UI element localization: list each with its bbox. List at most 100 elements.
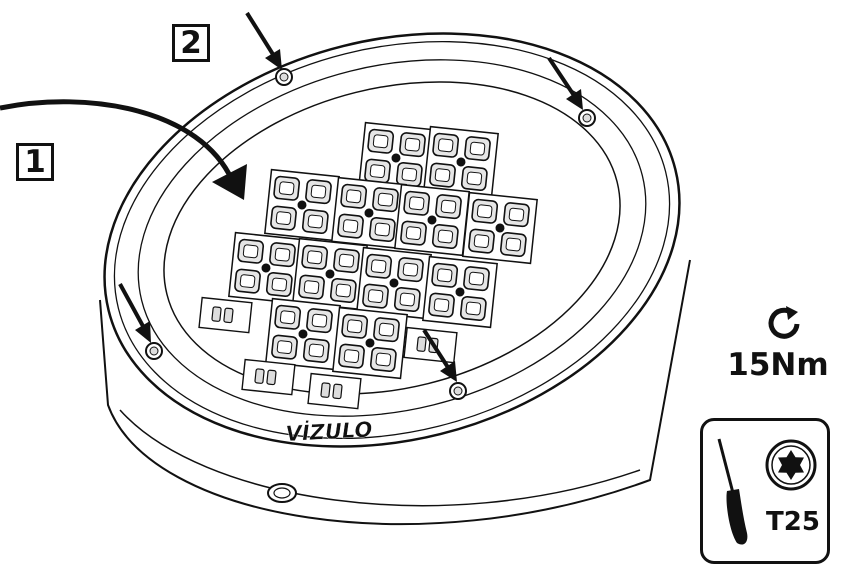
led-lens [429, 162, 456, 188]
module-center-dot [365, 338, 375, 348]
led-lens [273, 175, 301, 201]
led-lens [464, 136, 491, 162]
led-lens [499, 231, 527, 257]
housing-bottom-curve [119, 409, 641, 507]
led-lens [373, 317, 400, 343]
led-lens [395, 161, 423, 187]
led-lens [338, 343, 365, 369]
led-lens [367, 128, 395, 154]
led-module [292, 237, 368, 311]
led-lens [397, 257, 424, 283]
led-lens [305, 179, 332, 205]
torx-bit-icon [765, 439, 817, 491]
led-lens [271, 334, 298, 360]
bezel-ring [137, 59, 647, 417]
screw [578, 109, 596, 127]
led-module [358, 121, 434, 195]
led-module [422, 255, 498, 329]
led-module [462, 191, 538, 265]
led-lens [459, 295, 487, 321]
led-lens [393, 286, 421, 312]
led-lens [234, 268, 261, 294]
led-lens [270, 205, 297, 231]
step1-curved-arrow [0, 99, 235, 182]
led-lens [301, 244, 329, 270]
module-center-dot [364, 208, 374, 218]
led-lens [337, 213, 364, 239]
brand-logo: VİZULO [285, 416, 373, 446]
connector-plate [307, 372, 362, 410]
screwdriver-icon [717, 438, 748, 545]
housing-side-hole-inner [273, 487, 291, 499]
screw [145, 342, 163, 360]
led-lens [400, 220, 427, 246]
led-module [332, 306, 408, 380]
connector-plate [198, 296, 253, 334]
module-center-dot [495, 223, 505, 233]
module-center-dot [298, 329, 308, 339]
led-lens [329, 277, 357, 303]
led-lens [468, 228, 495, 254]
torque-value: 15Nm [727, 347, 829, 383]
module-center-dot [297, 200, 307, 210]
module-center-dot [427, 215, 437, 225]
rotate-clockwise-icon [768, 306, 800, 339]
led-lens [369, 346, 397, 372]
led-lens [298, 274, 325, 300]
led-lens [364, 158, 391, 184]
connector-plate [403, 326, 458, 364]
step-2-label: 2 [172, 24, 210, 62]
led-module [265, 297, 341, 371]
pointer-arrow [118, 283, 151, 343]
led-lens [301, 208, 329, 234]
led-lens [340, 183, 368, 209]
module-center-dot [389, 278, 399, 288]
tool-card: T25 [700, 418, 830, 564]
module-center-dot [455, 287, 465, 297]
led-lens [503, 202, 530, 228]
screw [449, 382, 467, 400]
module-center-dot [456, 157, 466, 167]
led-lens [471, 198, 499, 224]
led-lens [365, 253, 393, 279]
bit-size-label: T25 [766, 507, 820, 537]
led-lens [431, 262, 459, 288]
led-lens [431, 223, 459, 249]
led-lens [333, 248, 360, 274]
module-center-dot [391, 153, 401, 163]
led-lens [403, 190, 431, 216]
led-module [228, 231, 304, 305]
led-module [394, 183, 470, 257]
pointer-arrow [422, 328, 457, 382]
led-module [356, 246, 432, 320]
step-1-label: 1 [16, 143, 54, 181]
led-module [331, 176, 407, 250]
led-module-cluster [198, 121, 538, 410]
screw [275, 68, 293, 86]
led-lens [341, 313, 369, 339]
led-module [264, 168, 340, 242]
led-lens [460, 165, 488, 191]
led-lens [463, 266, 490, 292]
led-module [423, 125, 499, 199]
connector-plate [241, 358, 296, 396]
module-center-dot [261, 263, 271, 273]
led-lens [368, 216, 396, 242]
outer-rim-inner [113, 40, 671, 440]
pointer-arrow [245, 11, 282, 70]
led-lens [302, 337, 330, 363]
led-lens [237, 238, 265, 264]
led-lens [362, 283, 389, 309]
led-lens [428, 292, 455, 318]
led-lens [435, 194, 462, 220]
led-lens [265, 271, 293, 297]
led-lens [432, 132, 460, 158]
step1-arrowhead [212, 164, 247, 200]
led-lens [399, 132, 426, 158]
module-center-dot [325, 269, 335, 279]
led-lens [372, 187, 399, 213]
led-lens [274, 304, 302, 330]
led-lens [306, 308, 333, 334]
